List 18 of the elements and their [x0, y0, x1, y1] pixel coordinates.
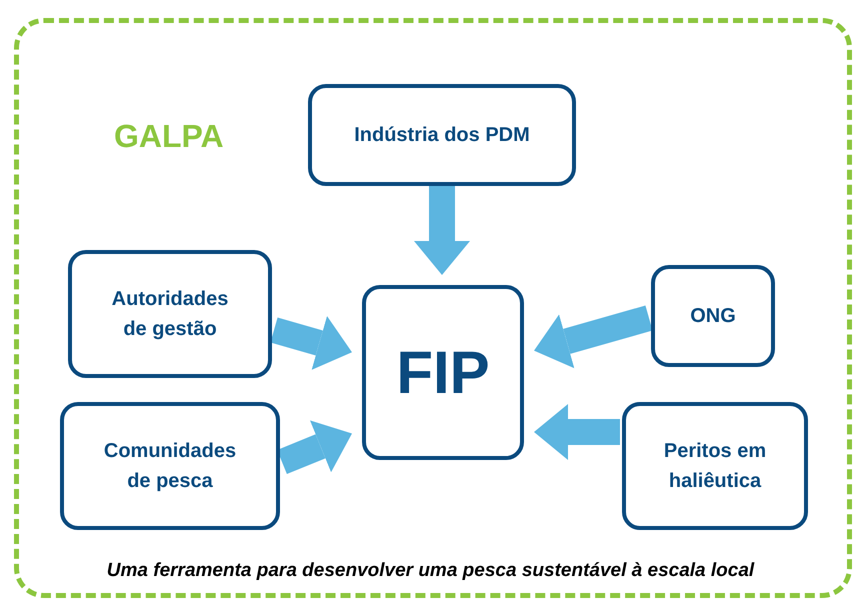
block-arrow: [414, 186, 470, 275]
process-box: [362, 285, 524, 460]
process-box: [68, 250, 272, 378]
block-arrow: [534, 306, 653, 368]
node-label: Comunidades de pesca: [102, 439, 238, 494]
node-label: Autoridades de gestão: [110, 287, 230, 342]
node-label: FIP: [395, 338, 491, 408]
group-title: GALPA: [114, 118, 224, 155]
process-box: [60, 402, 280, 530]
process-box: [651, 265, 775, 367]
node-label: Indústria dos PDM: [353, 123, 531, 148]
process-box: [622, 402, 808, 530]
block-arrow: [270, 316, 352, 370]
caption: Uma ferramenta para desenvolver uma pesca sustentável à escala local: [106, 560, 756, 582]
node-label: Peritos em haliêutica: [662, 439, 768, 494]
node-label: ONG: [689, 304, 737, 329]
process-box: [308, 84, 576, 186]
group-frame: [14, 18, 852, 598]
